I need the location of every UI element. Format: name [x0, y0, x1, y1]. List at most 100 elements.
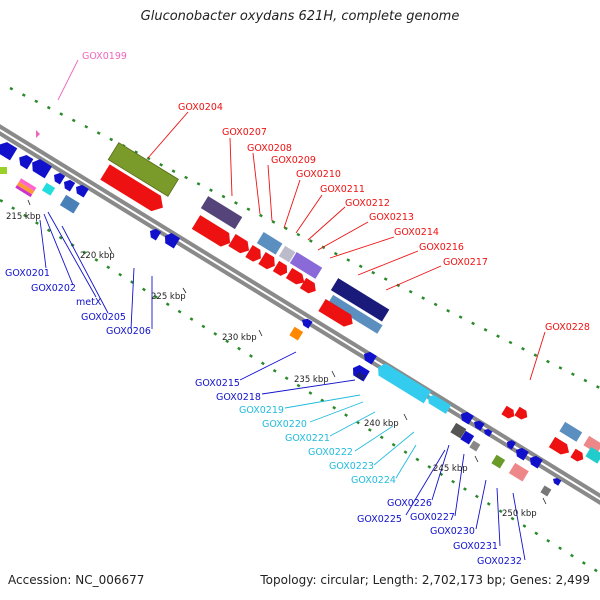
- gene-arrow-reverse[interactable]: [458, 410, 474, 425]
- label-GOX0220[interactable]: GOX0220: [262, 419, 307, 430]
- gene-arrow-reverse[interactable]: [16, 152, 34, 170]
- gene-block[interactable]: [585, 446, 600, 464]
- pseudogene-GOX0199[interactable]: [36, 130, 40, 138]
- label-metX[interactable]: metX: [76, 297, 102, 308]
- gene-arrow-forward[interactable]: [501, 405, 516, 421]
- gene-arrow-reverse[interactable]: [28, 157, 52, 179]
- gene-arrow-forward[interactable]: [191, 215, 234, 250]
- label-GOX0208[interactable]: GOX0208: [247, 143, 292, 154]
- label-GOX0226[interactable]: GOX0226: [387, 498, 432, 509]
- label-GOX0206[interactable]: GOX0206: [106, 326, 151, 337]
- tick-label-250: 250 kbp: [502, 509, 537, 519]
- label-GOX0230[interactable]: GOX0230: [430, 526, 475, 537]
- gene-block-GOX0205[interactable]: [59, 194, 80, 214]
- gene-arrow-reverse[interactable]: [513, 446, 529, 461]
- topology-text: Topology: circular; Length: 2,702,173 bp…: [260, 573, 590, 587]
- gene-block-GOX0204[interactable]: [107, 142, 179, 197]
- gene-arrow-reverse[interactable]: [472, 419, 485, 431]
- gene-block-GOX0230[interactable]: [491, 454, 506, 469]
- label-GOX0222[interactable]: GOX0222: [308, 447, 353, 458]
- gene-block-GOX0210[interactable]: [256, 232, 283, 255]
- gene-arrow-forward[interactable]: [514, 406, 529, 422]
- label-GOX0225[interactable]: GOX0225: [357, 514, 402, 525]
- gene-arrow-reverse[interactable]: [482, 427, 493, 437]
- gene-block[interactable]: [583, 435, 600, 454]
- label-GOX0228[interactable]: GOX0228: [545, 322, 590, 333]
- gene-arrow-reverse[interactable]: [61, 178, 76, 192]
- gene-arrow-forward[interactable]: [285, 267, 308, 288]
- gene-block[interactable]: [289, 326, 304, 341]
- outer-dotted-ring: [9, 86, 600, 390]
- gene-arrow-forward[interactable]: [245, 245, 264, 264]
- gene-block-GOX0202[interactable]: [41, 182, 56, 196]
- label-GOX0204[interactable]: GOX0204: [178, 102, 223, 113]
- gene-block-GOX0212[interactable]: [289, 252, 323, 279]
- gene-block-GOX0211[interactable]: [278, 245, 296, 263]
- map-title: Gluconobacter oxydans 621H, complete gen…: [140, 9, 460, 24]
- gene-arrow-reverse[interactable]: [147, 227, 162, 241]
- genome-backbone: [0, 115, 600, 517]
- gene-arrow-forward[interactable]: [570, 448, 585, 464]
- feature-blocks: [0, 130, 600, 497]
- gene-arrow-forward[interactable]: [100, 164, 167, 215]
- tick-label-220: 220 kbp: [80, 251, 115, 261]
- label-GOX0232[interactable]: GOX0232: [477, 556, 522, 567]
- gene-block-GOX0231[interactable]: [508, 462, 529, 482]
- label-GOX0201[interactable]: GOX0201: [5, 268, 50, 279]
- tick-marks: [27, 199, 547, 505]
- gene-arrow-reverse[interactable]: [0, 139, 18, 161]
- label-GOX0213[interactable]: GOX0213: [369, 212, 414, 223]
- label-GOX0214[interactable]: GOX0214: [394, 227, 439, 238]
- label-GOX0219[interactable]: GOX0219: [239, 405, 284, 416]
- gene-arrow-forward[interactable]: [318, 299, 356, 330]
- tick-label-245: 245 kbp: [433, 464, 468, 474]
- gene-block-GOX0207[interactable]: [200, 196, 243, 230]
- gene-arrow-reverse[interactable]: [361, 350, 377, 365]
- gene-arrow-reverse[interactable]: [300, 317, 313, 329]
- gene-block-GOX0217[interactable]: [327, 294, 383, 334]
- gene-arrow-forward[interactable]: [258, 252, 278, 272]
- gene-arrow-reverse[interactable]: [527, 454, 543, 469]
- tick-label-215: 215 kbp: [6, 212, 41, 222]
- label-GOX0215[interactable]: GOX0215: [195, 378, 240, 389]
- gene-block-GOX0216[interactable]: [330, 278, 390, 322]
- label-GOX0212[interactable]: GOX0212: [345, 198, 390, 209]
- gene-arrow-forward[interactable]: [548, 436, 572, 458]
- label-GOX0217[interactable]: GOX0217: [443, 257, 488, 268]
- gene-block-GOX0226[interactable]: [450, 422, 467, 439]
- label-GOX0209[interactable]: GOX0209: [271, 155, 316, 166]
- gene-labels: GOX0199 GOX0204 GOX0207 GOX0208 GOX0209 …: [5, 51, 590, 567]
- tick-label-225: 225 kbp: [151, 292, 186, 302]
- gene-arrow-reverse[interactable]: [551, 476, 562, 486]
- label-GOX0224[interactable]: GOX0224: [351, 475, 396, 486]
- gene-arrow-forward[interactable]: [272, 260, 290, 278]
- gene-arrow-reverse[interactable]: [162, 231, 181, 249]
- label-GOX0199[interactable]: GOX0199: [82, 51, 127, 62]
- gene-block[interactable]: [559, 421, 583, 442]
- label-GOX0202[interactable]: GOX0202: [31, 283, 76, 294]
- label-GOX0227[interactable]: GOX0227: [410, 512, 455, 523]
- gene-arrow-GOX0222[interactable]: [425, 393, 452, 414]
- label-GOX0221[interactable]: GOX0221: [285, 433, 330, 444]
- label-GOX0231[interactable]: GOX0231: [453, 541, 498, 552]
- label-GOX0210[interactable]: GOX0210: [296, 169, 341, 180]
- gene-arrow-forward[interactable]: [228, 234, 252, 256]
- gene-arrow-reverse[interactable]: [51, 171, 66, 185]
- tick-label-235: 235 kbp: [294, 375, 329, 385]
- gene-block[interactable]: [0, 167, 7, 174]
- label-GOX0207[interactable]: GOX0207: [222, 127, 267, 138]
- inner-dotted-ring: [0, 198, 600, 575]
- gene-block-GOX0227[interactable]: [460, 430, 475, 445]
- gene-arrow-reverse[interactable]: [73, 183, 89, 198]
- leader-lines: [39, 59, 546, 561]
- label-GOX0218[interactable]: GOX0218: [216, 392, 261, 403]
- label-GOX0216[interactable]: GOX0216: [419, 242, 464, 253]
- label-GOX0211[interactable]: GOX0211: [320, 184, 365, 195]
- label-GOX0205[interactable]: GOX0205: [81, 312, 126, 323]
- label-GOX0223[interactable]: GOX0223: [329, 461, 374, 472]
- gene-arrow-GOX0219[interactable]: [374, 361, 432, 404]
- gene-arrow-reverse[interactable]: [505, 439, 516, 450]
- tick-label-240: 240 kbp: [364, 419, 399, 429]
- gene-arrow-forward[interactable]: [299, 277, 319, 296]
